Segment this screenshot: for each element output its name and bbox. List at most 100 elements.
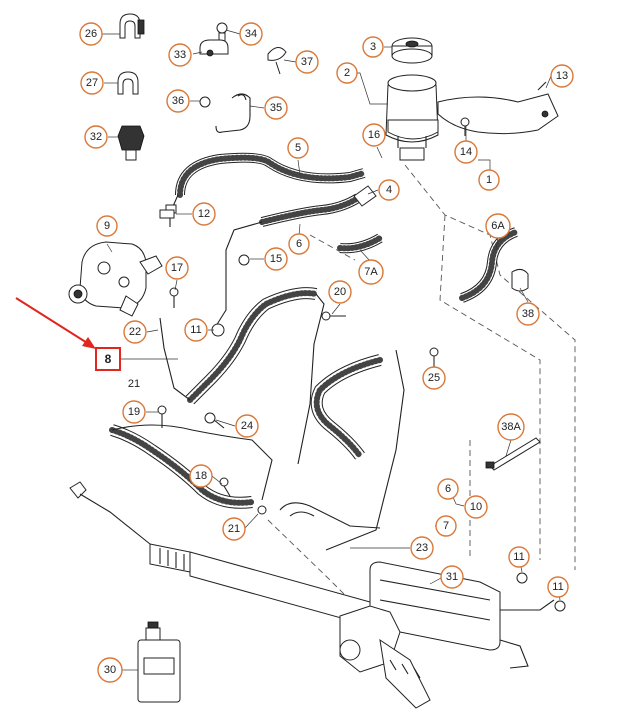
callout-15[interactable]: 15 (264, 247, 288, 271)
callout-27-label: 27 (86, 77, 98, 89)
callout-38[interactable]: 38 (516, 302, 540, 326)
callout-26[interactable]: 26 (79, 22, 103, 46)
callout-24-label: 24 (241, 420, 253, 432)
callout-38a[interactable]: 38A (497, 413, 525, 441)
callout-21-lower[interactable]: 21 (222, 517, 246, 541)
callout-23[interactable]: 23 (410, 536, 434, 560)
callout-10-label: 10 (470, 501, 482, 513)
clip-37 (267, 47, 287, 75)
callout-4-label: 4 (386, 184, 392, 196)
callout-19[interactable]: 19 (122, 400, 146, 424)
nut-15 (238, 254, 250, 266)
bolt-34-bracket-33 (199, 22, 229, 57)
callout-31-label: 31 (446, 571, 458, 583)
callout-32[interactable]: 32 (84, 125, 108, 149)
callout-10[interactable]: 10 (464, 495, 488, 519)
nut-11-lower-b (554, 600, 566, 612)
nut-36-pipe-35 (199, 93, 251, 133)
lower-hose (109, 424, 273, 509)
highlight-box-8[interactable]: 8 (95, 347, 121, 371)
callout-18[interactable]: 18 (189, 464, 213, 488)
callout-6a-label: 6A (491, 220, 505, 232)
callout-1[interactable]: 1 (478, 169, 500, 191)
callout-7[interactable]: 7 (435, 515, 457, 537)
callout-14-label: 14 (460, 146, 472, 158)
callout-14[interactable]: 14 (454, 140, 478, 164)
callout-6a[interactable]: 6A (485, 213, 511, 239)
callout-17[interactable]: 17 (165, 256, 189, 280)
callout-37-label: 37 (301, 56, 313, 68)
callout-32-label: 32 (90, 131, 102, 143)
label-21-plain: 21 (128, 378, 140, 390)
callout-24[interactable]: 24 (235, 414, 259, 438)
callout-16[interactable]: 16 (362, 123, 386, 147)
callout-11-lower-b-label: 11 (552, 581, 563, 593)
callout-16-label: 16 (368, 129, 380, 141)
callout-11-upper[interactable]: 11 (184, 318, 208, 342)
reservoir-bracket-1 (437, 81, 559, 135)
callout-31[interactable]: 31 (440, 565, 464, 589)
callout-35[interactable]: 35 (264, 96, 288, 120)
callout-20-label: 20 (334, 286, 346, 298)
callout-25-label: 25 (428, 372, 440, 384)
callout-7a[interactable]: 7A (358, 259, 384, 285)
bolt-17 (169, 287, 179, 308)
callout-11-lower-a-label: 11 (513, 551, 524, 563)
pipe-6-7 (279, 502, 381, 529)
callout-22[interactable]: 22 (123, 320, 147, 344)
callout-27[interactable]: 27 (80, 71, 104, 95)
callout-12[interactable]: 12 (192, 202, 216, 226)
callout-11-lower-a[interactable]: 11 (508, 546, 530, 568)
bolt-14 (460, 117, 470, 136)
bolt-12 (159, 209, 175, 219)
callout-2[interactable]: 2 (336, 62, 358, 84)
callout-3[interactable]: 3 (362, 36, 384, 58)
nut-11-lower-a (516, 572, 528, 584)
pressure-hose-main (159, 287, 325, 465)
callout-33[interactable]: 33 (168, 43, 192, 67)
leader-lines (102, 29, 561, 671)
callout-2-label: 2 (344, 67, 350, 79)
return-hose (310, 349, 405, 551)
callout-20[interactable]: 20 (328, 280, 352, 304)
callout-9-label: 9 (104, 220, 110, 232)
callout-6-lower-label: 6 (445, 483, 451, 495)
clamp-32 (117, 125, 145, 161)
callout-11-lower-b[interactable]: 11 (547, 576, 569, 598)
callout-5-label: 5 (295, 142, 301, 154)
reservoir-cap-3 (391, 37, 433, 64)
callout-9[interactable]: 9 (96, 215, 118, 237)
callout-13[interactable]: 13 (550, 64, 574, 88)
callout-3-label: 3 (370, 41, 376, 53)
callout-38-label: 38 (522, 308, 534, 320)
bolt-18 (219, 477, 231, 497)
callout-12-label: 12 (198, 208, 210, 220)
callout-34[interactable]: 34 (239, 22, 263, 46)
clip-21-lower (257, 505, 267, 515)
callout-5[interactable]: 5 (287, 137, 309, 159)
callout-23-label: 23 (416, 542, 428, 554)
callout-4[interactable]: 4 (378, 179, 400, 201)
fluid-can-30 (137, 621, 181, 703)
callout-17-label: 17 (171, 262, 183, 274)
callout-26-label: 26 (85, 28, 97, 40)
callout-37[interactable]: 37 (295, 50, 319, 74)
hose-7a (337, 233, 383, 254)
callout-36[interactable]: 36 (166, 89, 190, 113)
callout-30[interactable]: 30 (97, 657, 123, 683)
callout-6-lower[interactable]: 6 (437, 478, 459, 500)
callout-38a-label: 38A (501, 421, 521, 433)
steering-pump-9 (68, 241, 163, 317)
callout-25[interactable]: 25 (422, 366, 446, 390)
callout-30-label: 30 (104, 664, 116, 676)
callout-7a-label: 7A (364, 266, 378, 278)
clip-26 (119, 13, 145, 39)
cooler-31 (369, 561, 555, 669)
hose-6a (459, 227, 519, 303)
callout-19-label: 19 (128, 406, 140, 418)
callout-13-label: 13 (556, 70, 568, 82)
callout-1-label: 1 (486, 174, 492, 186)
callout-6[interactable]: 6 (288, 233, 310, 255)
callout-35-label: 35 (270, 102, 282, 114)
